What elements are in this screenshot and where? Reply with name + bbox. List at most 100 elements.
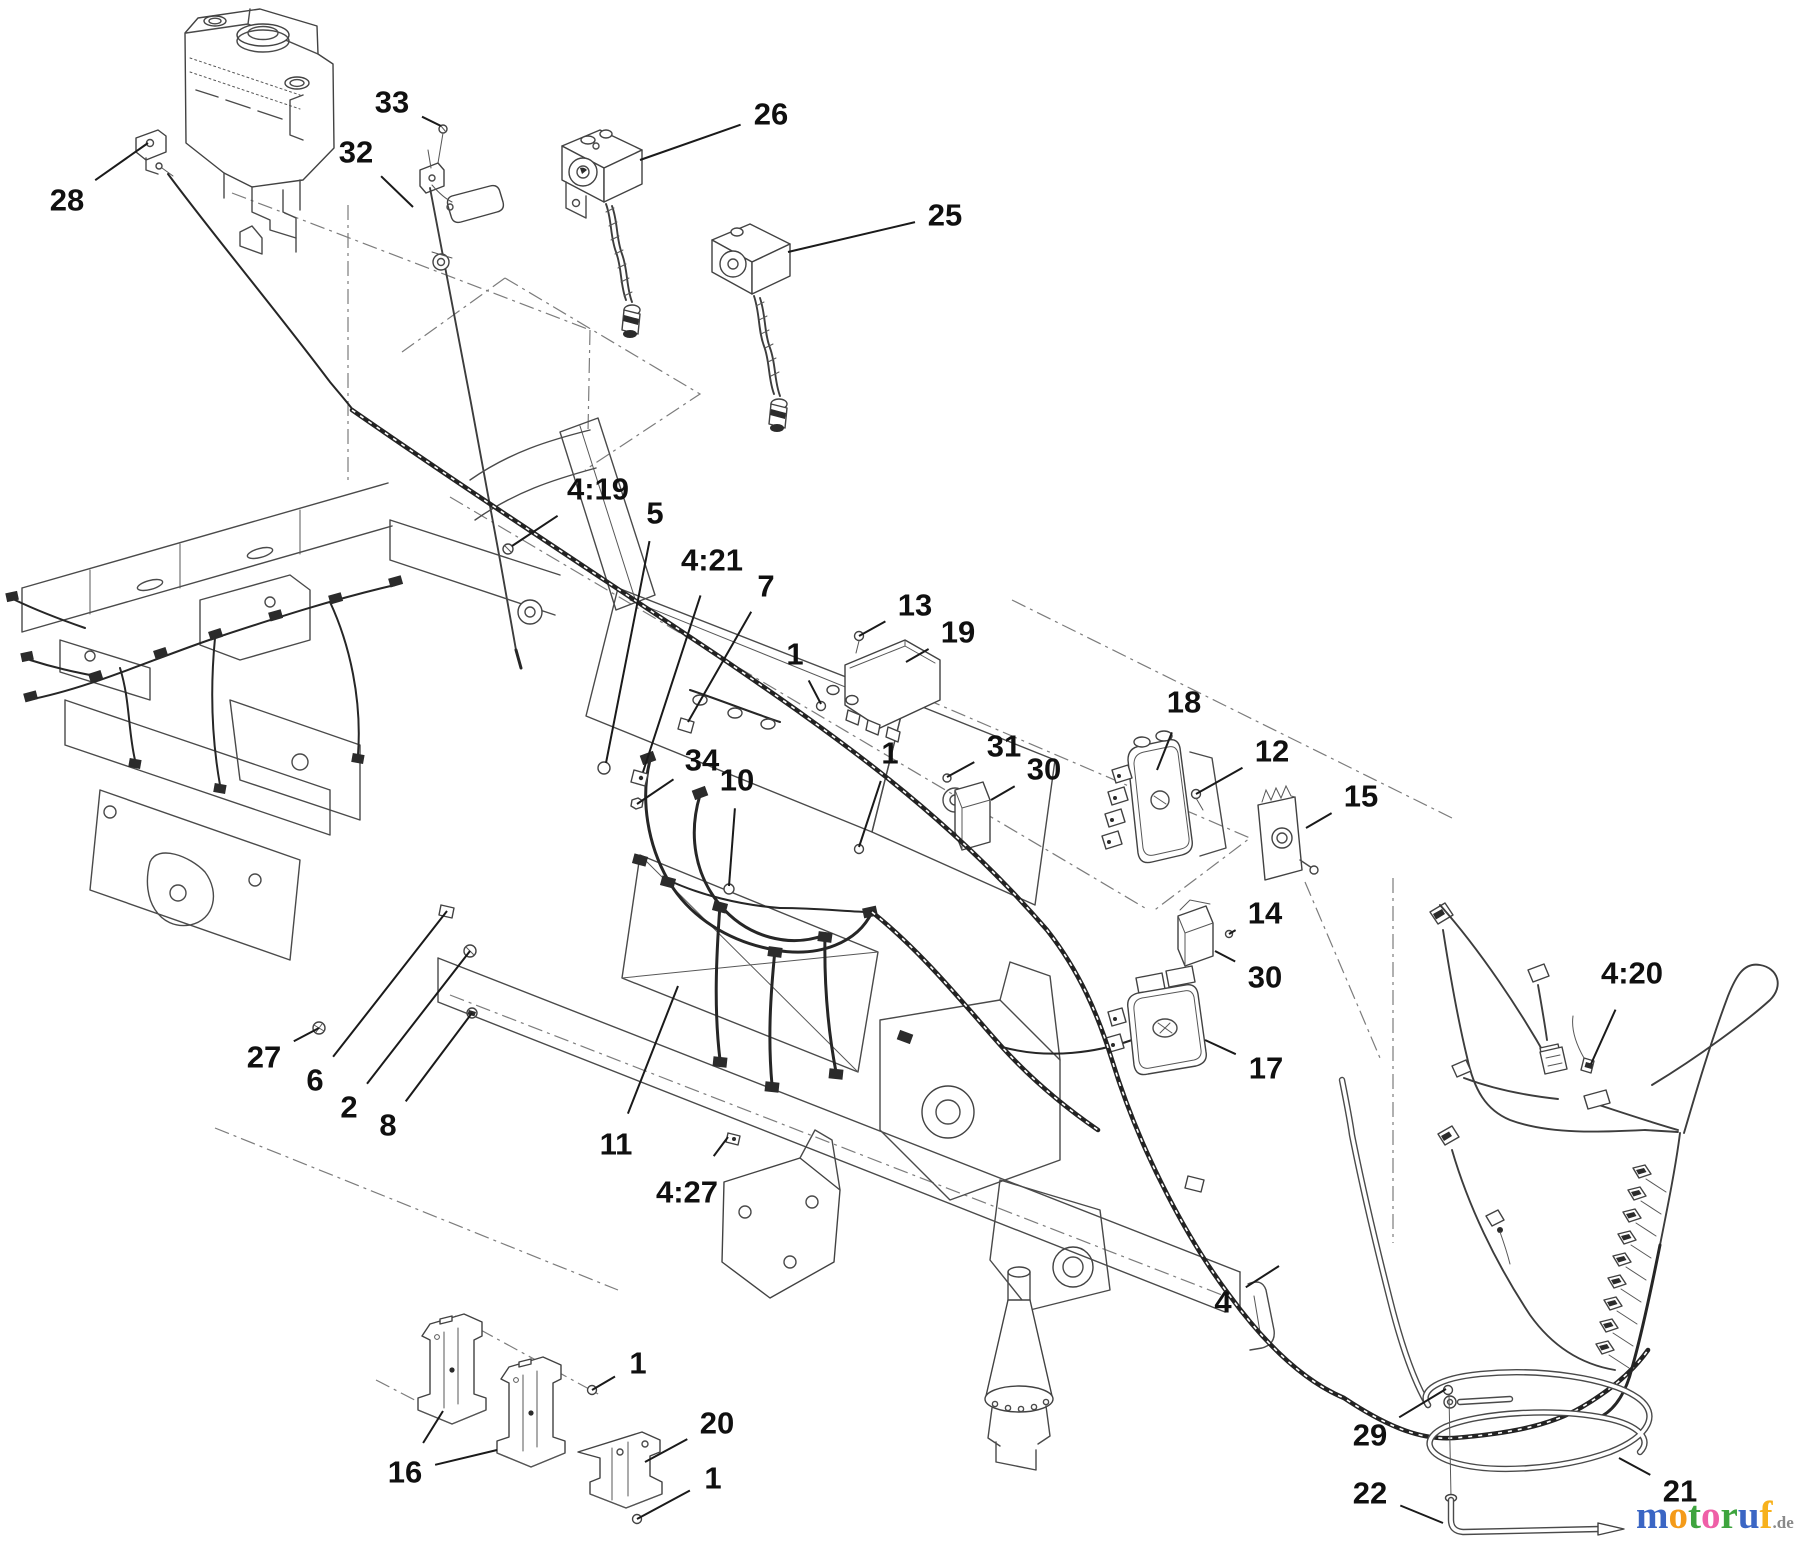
callout-label: 13 [898,588,932,623]
callout-leader [605,540,651,764]
motoruf-domain-suffix: .de [1772,1513,1794,1532]
callout-label: 14 [1248,896,1283,931]
center-panels [585,587,1111,1311]
callout-leader [905,648,930,663]
relay-box-30b [1177,899,1234,967]
callout-label: 22 [1353,1476,1387,1511]
callout-label: 33 [375,85,409,120]
motoruf-letter: t [1688,1494,1701,1537]
callout-label: 31 [987,729,1021,764]
main-harness-4 [349,407,1651,1441]
controller-module-18 [1101,730,1227,864]
callout-leader [687,611,753,723]
solenoid-26 [561,129,643,338]
hose-loop-21 [1338,1076,1653,1536]
sensor-box-15 [1257,784,1319,881]
callout-label: 15 [1344,779,1378,814]
callout-leader [636,778,675,805]
callout-label: 7 [757,569,774,604]
callout-leader [1195,766,1243,795]
callout-label: 4:27 [656,1175,718,1210]
callout-leader [642,595,702,773]
callout-leader [421,115,442,127]
callout-label: 16 [388,1455,422,1490]
right-harness-420 [1429,902,1779,1418]
module-17 [1105,965,1207,1076]
callout-label: 12 [1255,734,1289,769]
callout-label: 21 [1663,1474,1697,1509]
bottom-frame [437,957,1275,1471]
callout-leader [1399,1504,1444,1524]
callout-label: 29 [1353,1418,1387,1453]
ecu-module-19 [826,639,941,743]
callout-label: 19 [941,615,975,650]
callout-leader [712,1136,729,1157]
callout-leader [858,620,886,637]
callout-label: 5 [646,496,663,531]
callout-leader [293,1027,320,1043]
callout-label: 17 [1249,1051,1283,1086]
relay-box-30a [954,781,991,851]
callout-leader [380,175,414,208]
motoruf-wordmark: motoruf [1636,1494,1773,1537]
callout-label: 25 [928,198,962,233]
callout-leader [728,808,736,887]
motoruf-letter: o [1668,1494,1689,1537]
callout-label: 10 [720,763,754,798]
callout-leader [404,1012,473,1103]
callout-leader [858,780,882,848]
callout-label: 1 [629,1346,646,1381]
callout-leader [644,1438,688,1463]
callout-leader [946,761,975,778]
callout-label: 34 [685,743,720,778]
callout-leader [990,785,1016,801]
callout-label: 30 [1248,960,1282,995]
dipstick-32 [419,124,523,670]
callout-label: 30 [1027,752,1061,787]
hydraulic-tank [184,8,335,255]
callout-leader [1228,929,1237,935]
callout-label: 18 [1167,685,1201,720]
callout-leader [1156,732,1173,771]
motoruf-letter: f [1759,1494,1773,1537]
callout-label: 1 [881,736,898,771]
callout-label: 11 [600,1127,633,1162]
callout-label: 4:19 [567,472,629,507]
callout-leader [511,514,559,547]
callout-leader [332,910,448,1058]
motoruf-letter: m [1636,1494,1669,1537]
left-chassis-frame [5,482,404,961]
callout-leader [94,142,149,182]
motoruf-letter: u [1737,1494,1760,1537]
callout-label: 4 [1214,1285,1232,1320]
callout-leader [366,950,471,1085]
callout-label: 1 [786,637,803,672]
callout-leader [422,1410,444,1444]
callout-leader [1245,1265,1280,1289]
solenoid-25 [711,223,791,432]
callout-label: 6 [306,1063,323,1098]
motoruf-letter: o [1701,1494,1721,1537]
callout-label: 4:20 [1601,956,1663,991]
callout-leader [787,221,916,253]
callout-leader [1398,1388,1447,1419]
callout-label: 27 [247,1040,281,1075]
callout-label: 4:21 [681,543,743,578]
phantom-lines [214,192,1453,1411]
motoruf-watermark: motoruf.de [1636,1496,1800,1542]
callout-label: 1 [704,1461,721,1496]
upper-arm [389,417,656,625]
callout-label: 2 [340,1090,357,1125]
callout-leader [1305,812,1333,829]
callout-leader [626,985,679,1114]
callout-leader [639,123,741,161]
callout-leader [1618,1457,1651,1476]
callout-leader [591,1375,616,1391]
callout-leader [636,1489,691,1520]
callout-leader [434,1449,498,1466]
callout-label: 26 [754,97,788,132]
callout-label: 20 [700,1406,734,1441]
callout-leader [807,679,822,705]
